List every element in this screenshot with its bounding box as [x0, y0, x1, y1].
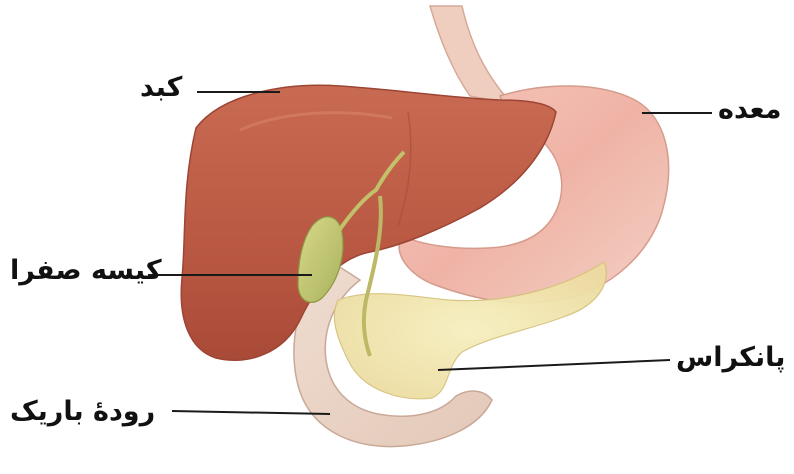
label-liver: کبد: [140, 74, 182, 101]
label-stomach: معده: [718, 96, 782, 123]
esophagus: [430, 6, 512, 104]
label-small-intestine: رودهٔ باریک: [10, 398, 155, 425]
label-gallbladder: کیسه صفرا: [10, 257, 162, 284]
label-pancreas: پانکراس: [676, 344, 785, 371]
leader-line-pancreas: [438, 360, 670, 370]
leader-line-small-intestine: [172, 411, 330, 414]
